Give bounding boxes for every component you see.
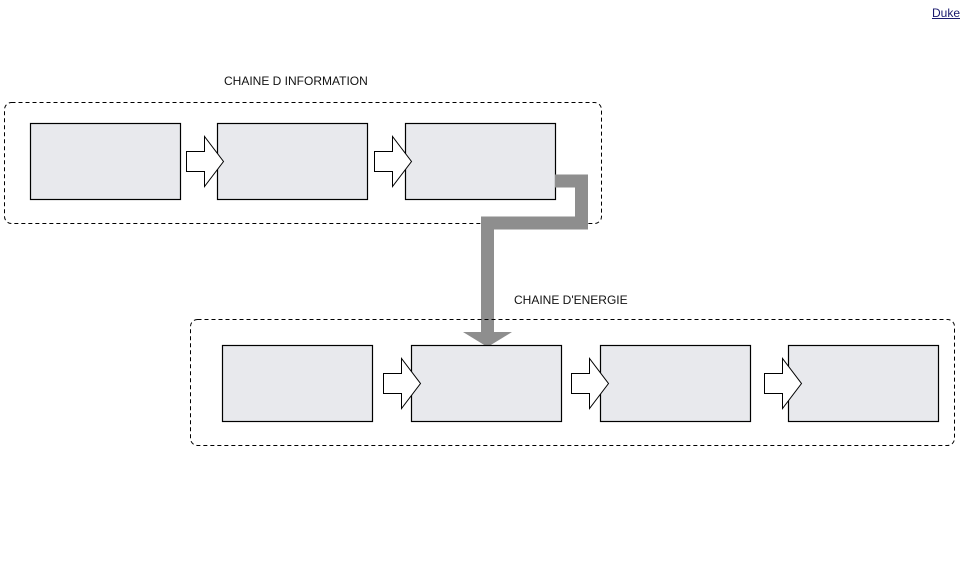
- energy-flow-arrow-3: [764, 357, 803, 410]
- energy-flow-arrow-1: [383, 357, 422, 410]
- connector-arrowhead: [463, 332, 512, 347]
- energy-block-4[interactable]: [787, 344, 940, 423]
- connector-line: [481, 174, 588, 334]
- information-chain-label: CHAINE D INFORMATION: [224, 74, 368, 88]
- energy-chain-label: CHAINE D'ENERGIE: [514, 293, 628, 307]
- author-link[interactable]: Duke: [931, 6, 960, 20]
- energy-block-3[interactable]: [599, 344, 752, 423]
- energy-chain-group: CHAINE D'ENERGIE: [190, 293, 955, 446]
- energy-block-2[interactable]: [410, 344, 563, 423]
- information-flow-arrow-2: [374, 135, 413, 188]
- information-flow-arrow-1: [186, 135, 225, 188]
- information-block-1[interactable]: [29, 122, 182, 201]
- energy-flow-arrow-2: [571, 357, 610, 410]
- chain-connector: [463, 174, 588, 347]
- information-chain-frame: [4, 102, 602, 224]
- energy-block-1[interactable]: [221, 344, 374, 423]
- energy-chain-frame: [190, 319, 955, 446]
- information-block-2[interactable]: [216, 122, 369, 201]
- information-chain-group: CHAINE D INFORMATION: [4, 74, 602, 224]
- information-block-3[interactable]: [404, 122, 557, 201]
